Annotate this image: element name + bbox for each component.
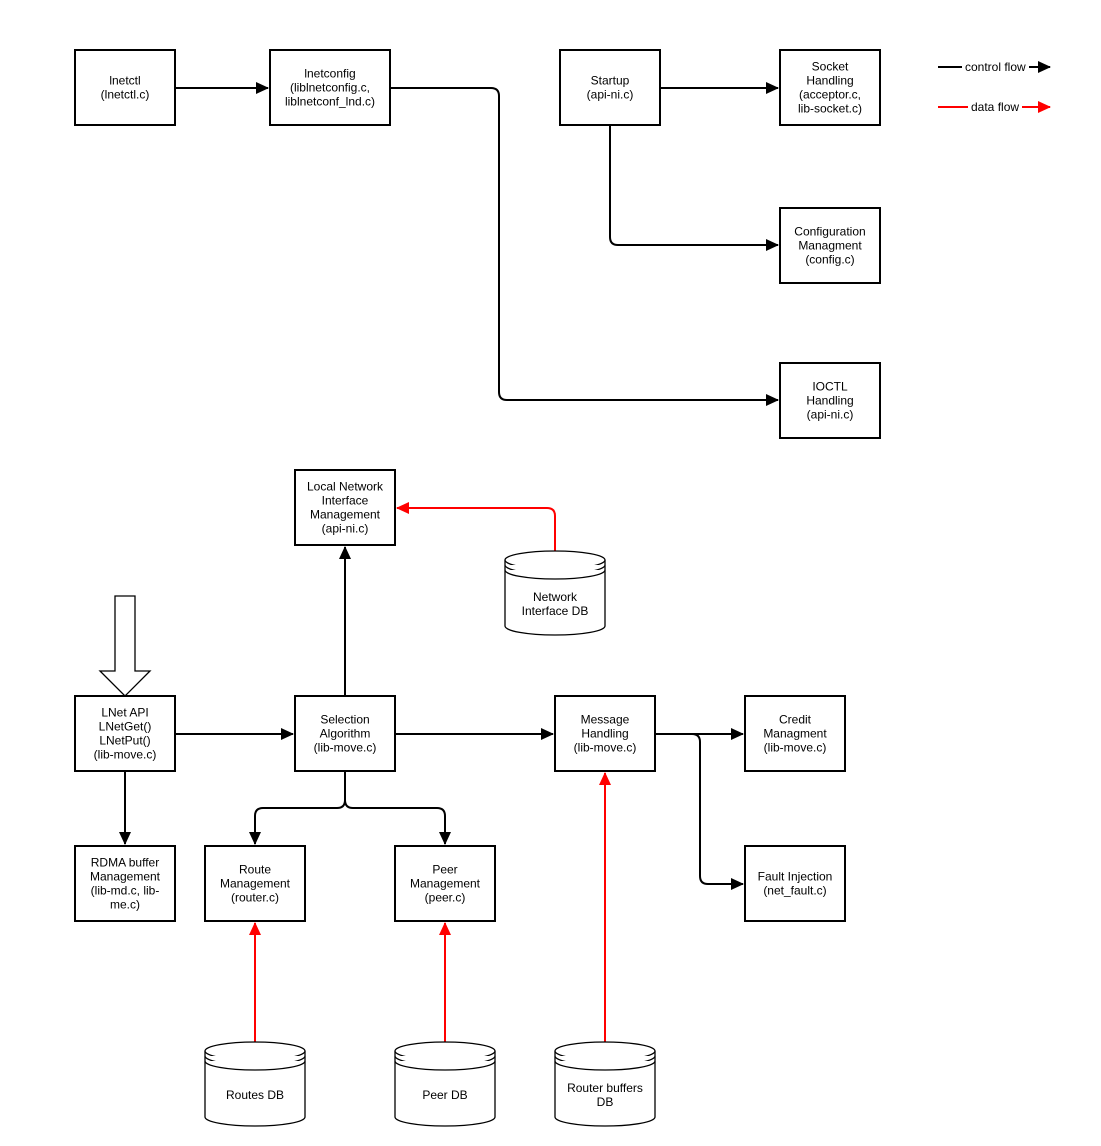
edge-netdb-to-lni bbox=[396, 502, 556, 560]
edge-selection-to-route bbox=[249, 771, 346, 845]
legend-control-flow: control flow bbox=[938, 60, 1051, 74]
node-lnetconfig-label: lnetconfig(liblnetconfig.c,liblnetconf_l… bbox=[285, 67, 375, 109]
node-lnetconfig: lnetconfig(liblnetconfig.c,liblnetconf_l… bbox=[269, 49, 391, 126]
node-lnetctl: lnetctl(lnetctl.c) bbox=[74, 49, 176, 126]
node-fault-label: Fault Injection(net_fault.c) bbox=[758, 870, 833, 898]
entry-arrow bbox=[98, 595, 152, 697]
edges bbox=[119, 82, 779, 1051]
legend-data-label: data flow bbox=[971, 100, 1019, 114]
node-startup-label: Startup(api-ni.c) bbox=[587, 74, 634, 102]
edge-message-to-fault bbox=[655, 733, 744, 890]
db-routesdb: Routes DB bbox=[204, 1041, 306, 1127]
node-fault: Fault Injection(net_fault.c) bbox=[744, 845, 846, 922]
edge-lnetconfig-to-ioctl bbox=[390, 87, 779, 406]
edge-selection-to-peer bbox=[344, 771, 451, 845]
db-peerdb-label: Peer DB bbox=[422, 1088, 467, 1102]
nodes: lnetctl(lnetctl.c) lnetconfig(liblnetconf… bbox=[74, 49, 881, 1127]
legend-data-flow: data flow bbox=[938, 100, 1051, 114]
node-lnetctl-label: lnetctl(lnetctl.c) bbox=[101, 74, 150, 102]
legend-control-label: control flow bbox=[965, 60, 1026, 74]
db-routesdb-label: Routes DB bbox=[226, 1088, 284, 1102]
legend: control flow data flow bbox=[938, 60, 1051, 114]
edge-startup-to-config bbox=[609, 125, 779, 251]
db-peerdb: Peer DB bbox=[394, 1041, 496, 1127]
node-startup: Startup(api-ni.c) bbox=[559, 49, 661, 126]
